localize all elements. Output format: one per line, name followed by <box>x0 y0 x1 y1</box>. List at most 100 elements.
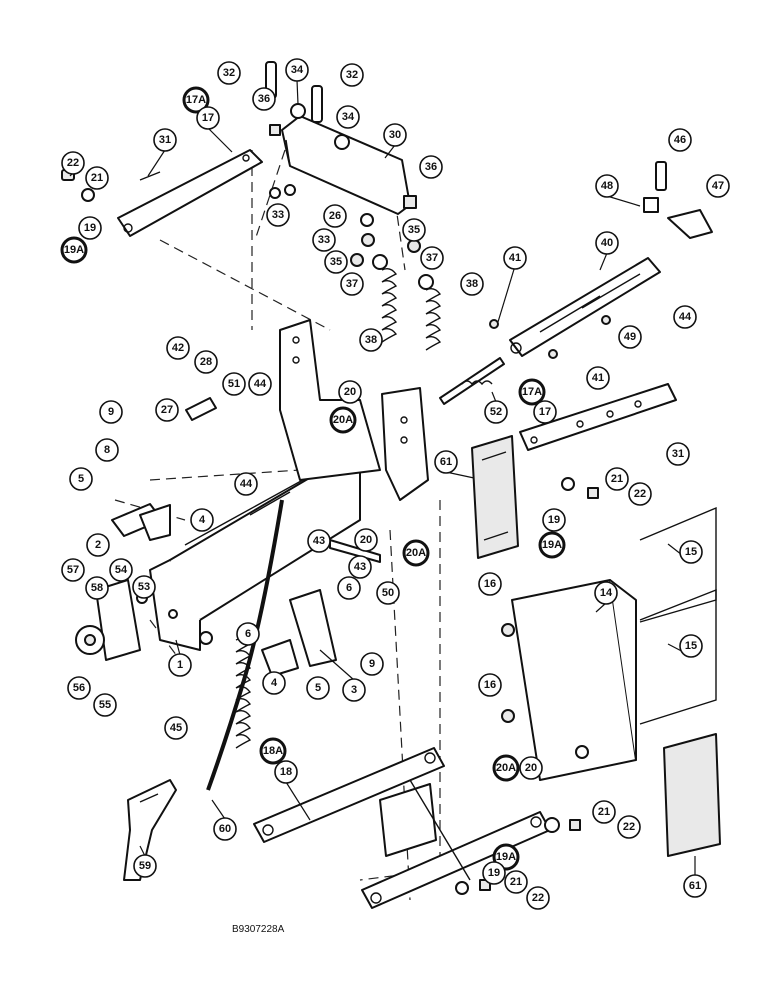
callout-number: 33 <box>318 234 330 246</box>
callout-number: 21 <box>91 172 103 184</box>
callout-balloon <box>605 467 629 491</box>
callout-19A: 19A <box>60 236 88 264</box>
callout-number: 22 <box>634 488 646 500</box>
callout-15: 15 <box>679 540 703 564</box>
callout-balloon <box>338 380 362 404</box>
callout-balloon <box>312 228 336 252</box>
callout-number: 16 <box>484 578 496 590</box>
callout-16: 16 <box>478 673 502 697</box>
callout-balloon <box>196 106 220 130</box>
callout-9: 9 <box>360 652 384 676</box>
callout-balloon <box>69 467 93 491</box>
callout-number: 54 <box>115 564 128 576</box>
callout-number: 43 <box>354 561 366 573</box>
callout-27: 27 <box>155 398 179 422</box>
callout-20A: 20A <box>329 406 357 434</box>
callout-number: 20A <box>406 547 426 559</box>
callout-balloon <box>168 653 192 677</box>
callout-number: 4 <box>199 514 206 526</box>
callout-balloon <box>248 372 272 396</box>
callout-number: 31 <box>159 134 171 146</box>
callout-19: 19 <box>482 861 506 885</box>
callout-6: 6 <box>236 622 260 646</box>
callout-number: 27 <box>161 404 173 416</box>
callout-number: 19A <box>496 851 516 863</box>
callout-number: 28 <box>200 356 212 368</box>
callout-balloon <box>67 676 91 700</box>
callout-51: 51 <box>222 372 246 396</box>
callout-60: 60 <box>213 817 237 841</box>
channel-plate-61-upper <box>471 435 519 559</box>
main-frame <box>149 459 361 651</box>
callout-number: 37 <box>426 252 438 264</box>
callout-number: 16 <box>484 679 496 691</box>
callout-balloon <box>340 63 364 87</box>
callout-balloon <box>348 555 372 579</box>
callout-number: 21 <box>611 473 623 485</box>
callout-number: 21 <box>510 876 522 888</box>
callout-20A: 20A <box>402 539 430 567</box>
callout-41: 41 <box>503 246 527 270</box>
callout-balloon <box>132 575 156 599</box>
callout-number: 32 <box>223 67 235 79</box>
callout-38: 38 <box>460 272 484 296</box>
top-bracket <box>265 61 417 247</box>
callout-balloon <box>595 231 619 255</box>
callout-balloon <box>95 438 119 462</box>
callout-balloon <box>503 246 527 270</box>
callout-number: 20 <box>344 386 356 398</box>
callout-balloon <box>706 174 730 198</box>
callout-number: 19 <box>84 222 96 234</box>
callout-40: 40 <box>595 231 619 255</box>
callout-4: 4 <box>262 671 286 695</box>
callout-balloon <box>617 815 641 839</box>
callout-balloon <box>252 87 276 111</box>
callout-balloon <box>166 336 190 360</box>
callout-22: 22 <box>628 482 652 506</box>
callout-balloon <box>262 671 286 695</box>
callout-balloon <box>85 576 109 600</box>
callout-balloon <box>285 58 309 82</box>
callout-number: 19 <box>488 867 500 879</box>
callout-number: 38 <box>365 334 377 346</box>
callout-number: 42 <box>172 342 184 354</box>
callout-6: 6 <box>337 576 361 600</box>
callout-59: 59 <box>133 854 157 878</box>
callout-balloon <box>85 166 109 190</box>
callout-balloon <box>86 533 110 557</box>
callout-balloon <box>492 754 520 782</box>
callout-33: 33 <box>266 203 290 227</box>
callout-number: 40 <box>601 237 613 249</box>
callout-number: 57 <box>67 564 79 576</box>
callout-32: 32 <box>340 63 364 87</box>
callout-42: 42 <box>166 336 190 360</box>
callout-number: 14 <box>600 587 613 599</box>
callout-number: 61 <box>689 880 701 892</box>
callout-balloon <box>329 406 357 434</box>
callout-balloon <box>60 236 88 264</box>
callout-number: 9 <box>108 406 114 418</box>
callout-balloon <box>533 400 557 424</box>
callout-number: 31 <box>672 448 684 460</box>
callout-55: 55 <box>93 693 117 717</box>
spring-and-cable <box>206 499 284 791</box>
callout-number: 22 <box>532 892 544 904</box>
callout-number: 18 <box>280 766 292 778</box>
callout-20: 20 <box>519 756 543 780</box>
callout-number: 38 <box>466 278 478 290</box>
callout-balloon <box>78 216 102 240</box>
callout-50: 50 <box>376 581 400 605</box>
callout-53: 53 <box>132 575 156 599</box>
callout-number: 8 <box>104 444 110 456</box>
callout-9: 9 <box>99 400 123 424</box>
callout-number: 19A <box>64 244 84 256</box>
callout-20A: 20A <box>492 754 520 782</box>
callout-43: 43 <box>307 529 331 553</box>
callout-balloon <box>190 508 214 532</box>
callout-balloon <box>478 572 502 596</box>
callout-14: 14 <box>594 581 618 605</box>
callout-number: 36 <box>258 93 270 105</box>
callout-17: 17 <box>196 106 220 130</box>
callout-balloon <box>376 581 400 605</box>
u-bolts <box>639 506 717 725</box>
